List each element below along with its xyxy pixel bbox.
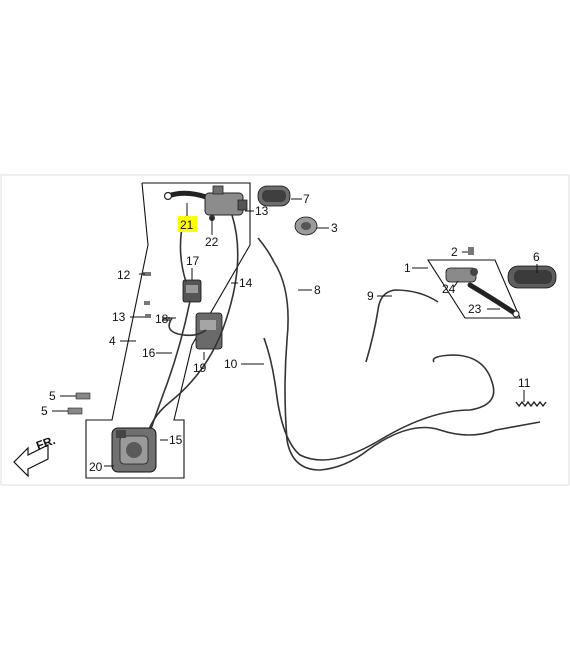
part-label-21: 21 (180, 218, 194, 232)
left-assembly-outline (85, 182, 251, 479)
throttle-housing (294, 216, 318, 236)
stop-switch (195, 312, 223, 350)
part-label-23: 23 (468, 302, 482, 316)
part-label-8: 8 (314, 283, 321, 297)
part-label-20: 20 (89, 460, 103, 474)
part-label-14: 14 (239, 276, 253, 290)
clutch-cable-9 (365, 289, 439, 363)
left-grip (507, 265, 557, 289)
part-label-5a: 5 (49, 389, 56, 403)
part-label-5b: 5 (41, 404, 48, 418)
part-label-18: 18 (155, 312, 169, 326)
lever-bracket (445, 267, 478, 283)
throttle-grip (257, 185, 291, 207)
part-label-24: 24 (442, 282, 456, 296)
highlight-21 (178, 216, 197, 232)
small-bolts (143, 272, 170, 321)
part-label-13b: 13 (112, 310, 126, 324)
part-label-3: 3 (331, 221, 338, 235)
part-label-7: 7 (303, 192, 310, 206)
return-spring (515, 400, 547, 408)
brake-caliper (111, 427, 157, 473)
right-lever-outline (426, 259, 521, 319)
diagram-frame (0, 174, 570, 486)
part-label-17: 17 (186, 254, 200, 268)
switch-connector (182, 279, 202, 303)
part-label-6: 6 (533, 250, 540, 264)
part-label-15: 15 (169, 433, 183, 447)
switch-wire-18 (168, 317, 207, 337)
brake-lever (163, 190, 209, 201)
fr-label: FR. (34, 433, 57, 453)
part-label-2: 2 (451, 245, 458, 259)
part-label-16: 16 (142, 346, 156, 360)
throttle-cable-8 (257, 237, 541, 471)
part-label-10: 10 (224, 357, 238, 371)
brake-hose-16 (149, 300, 191, 433)
small-screw (468, 247, 474, 255)
front-direction-arrow: FR. (13, 433, 57, 478)
clutch-lever (467, 282, 520, 318)
part-label-12: 12 (117, 268, 131, 282)
part-label-9: 9 (367, 289, 374, 303)
master-cylinder (204, 185, 248, 221)
brake-hose-14 (145, 214, 239, 441)
part-label-13: 13 (255, 204, 269, 218)
part-label-19: 19 (193, 361, 207, 375)
part-label-4: 4 (109, 334, 116, 348)
part-label-22: 22 (205, 235, 219, 249)
throttle-cable-10 (263, 337, 495, 461)
part-label-1: 1 (404, 261, 411, 275)
part-label-11: 11 (518, 376, 531, 390)
leader-lines (52, 198, 538, 467)
